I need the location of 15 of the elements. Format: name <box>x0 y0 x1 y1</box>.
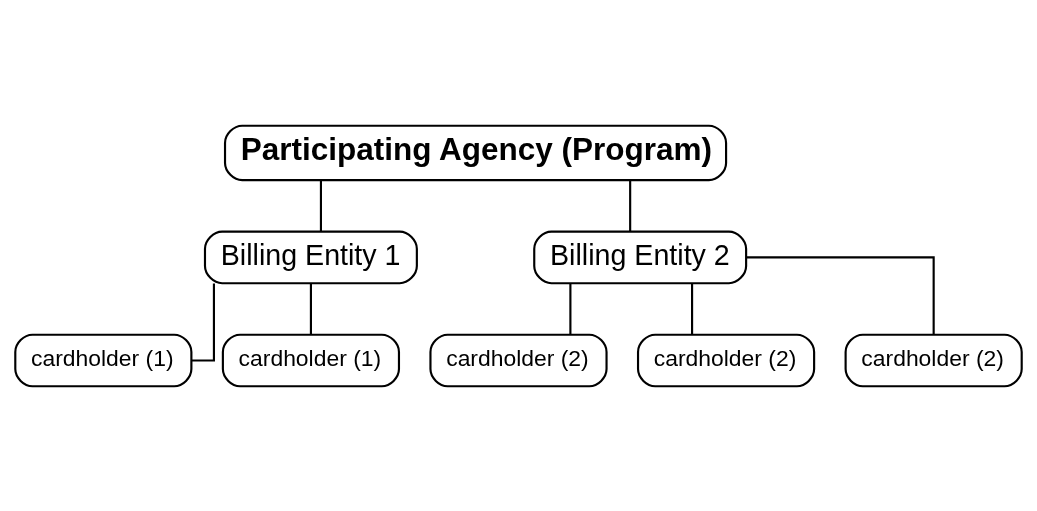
connector <box>629 179 632 231</box>
node-box: cardholder (2) <box>429 333 608 387</box>
node-box: cardholder (2) <box>844 333 1023 387</box>
node-box: cardholder (1) <box>221 333 401 387</box>
connector <box>569 282 572 334</box>
connector <box>191 282 215 362</box>
node-box: Billing Entity 1 <box>203 230 418 284</box>
connector <box>746 255 935 334</box>
connector <box>691 282 694 334</box>
node-box: cardholder (1) <box>14 333 193 387</box>
node-box: Participating Agency (Program) <box>223 124 728 181</box>
node-box: cardholder (2) <box>636 333 816 387</box>
node-box: Billing Entity 2 <box>533 230 748 284</box>
connector <box>319 179 322 231</box>
connector <box>309 282 312 334</box>
